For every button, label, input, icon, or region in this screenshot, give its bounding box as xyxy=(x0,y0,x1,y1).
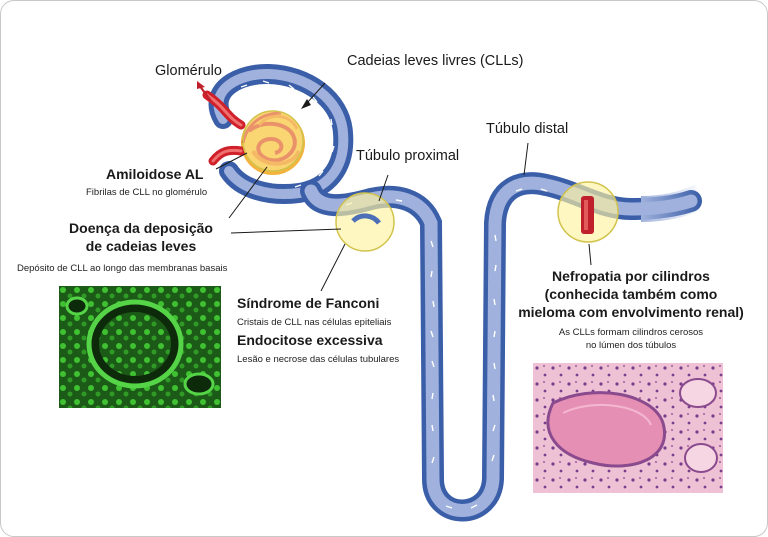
label-deposicao-l2: de cadeias leves xyxy=(85,238,197,254)
bowman-capsule xyxy=(208,63,354,204)
label-tubulo-proximal: Túbulo proximal xyxy=(356,148,460,164)
glomerulus-highlight xyxy=(242,110,304,172)
light-chain-particles xyxy=(240,80,548,509)
histology-micrograph xyxy=(533,363,723,493)
label-endocitose: Endocitose excessiva xyxy=(237,332,383,348)
arterioles xyxy=(197,81,246,166)
label-amiloidose-desc: Fibrilas de CLL no glomérulo xyxy=(86,187,208,198)
label-glomerulo: Glomérulo xyxy=(155,63,222,79)
label-tubulo-distal: Túbulo distal xyxy=(486,121,569,137)
label-cll: Cadeias leves livres (CLLs) xyxy=(347,53,524,69)
label-nefropatia-l3: mieloma com envolvimento renal) xyxy=(518,304,744,320)
label-fanconi-desc: Cristais de CLL nas células epiteliais xyxy=(237,317,392,328)
label-endocitose-desc: Lesão e necrose das células tubulares xyxy=(237,354,400,365)
label-deposicao-l1: Doença da deposição xyxy=(69,220,213,236)
leader-lines xyxy=(215,82,592,292)
label-fanconi: Síndrome de Fanconi xyxy=(237,295,380,311)
label-nefropatia-desc-l2: no lúmen dos túbulos xyxy=(585,340,677,351)
label-nefropatia-l2: (conhecida também como xyxy=(544,286,718,302)
label-amiloidose: Amiloidose AL xyxy=(106,166,204,182)
fluorescence-micrograph xyxy=(59,286,221,408)
label-deposicao-desc: Depósito de CLL ao longo das membranas b… xyxy=(17,263,228,274)
label-nefropatia-desc-l1: As CLLs formam cilindros cerosos xyxy=(558,327,704,338)
proximal-tubule-highlight xyxy=(335,192,395,252)
label-nefropatia-l1: Nefropatia por cilindros xyxy=(552,268,710,284)
